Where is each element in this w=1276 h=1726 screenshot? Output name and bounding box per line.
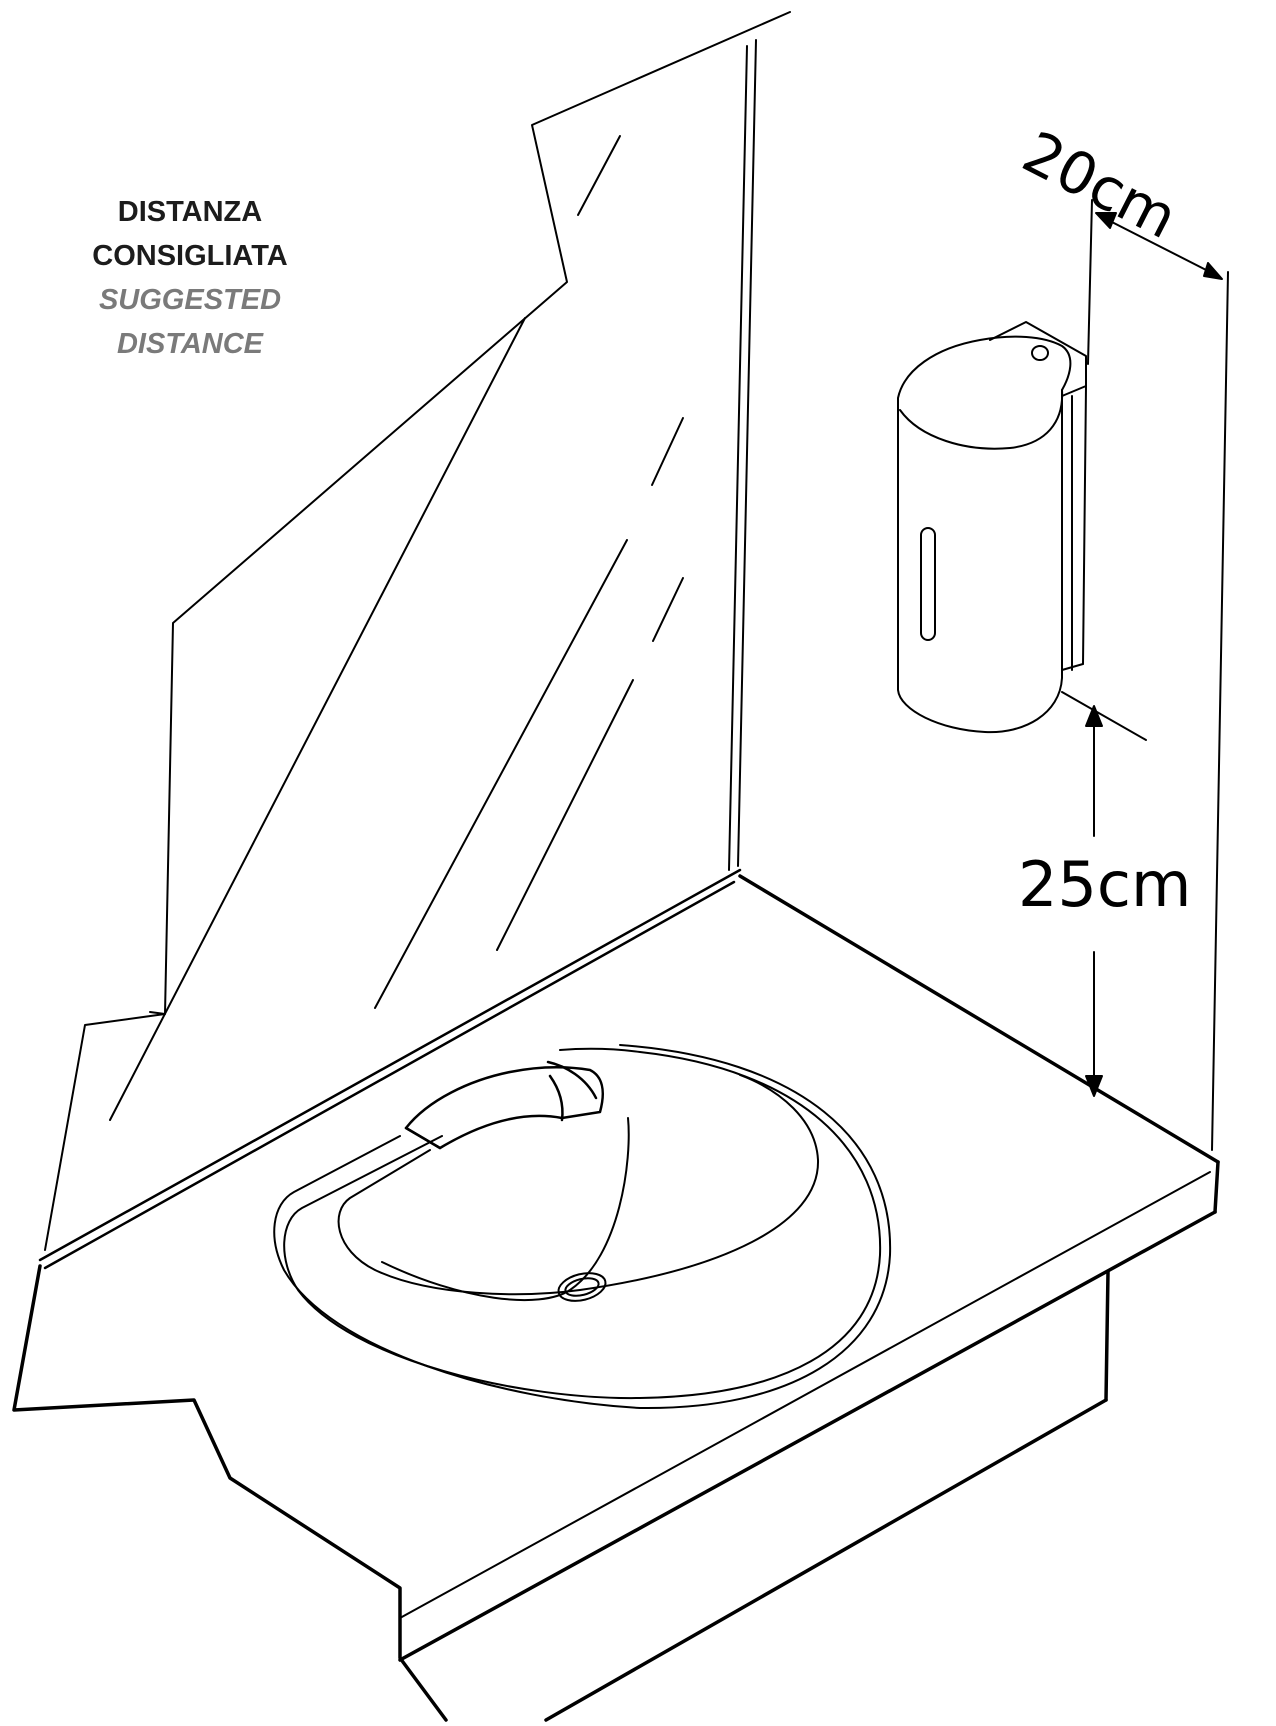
caption-en-line-1: SUGGESTED bbox=[98, 284, 282, 316]
height-dimension-label: 25cm bbox=[1018, 848, 1192, 921]
countertop bbox=[12, 874, 1220, 1722]
caption-it-line-1: DISTANZA bbox=[117, 196, 263, 228]
height-dimension bbox=[1061, 691, 1147, 1097]
counter-back-edge bbox=[38, 868, 742, 1270]
faucet bbox=[404, 1060, 604, 1150]
caption-en-line-2: DISTANCE bbox=[116, 328, 264, 360]
caption-it-line-2: CONSIGLIATA bbox=[92, 240, 288, 272]
soap-dispenser bbox=[897, 321, 1087, 734]
sink-basin bbox=[273, 1044, 892, 1410]
wall-mirror bbox=[44, 11, 791, 1251]
suggested-distance-caption: DISTANZA CONSIGLIATA SUGGESTED DISTANCE bbox=[40, 190, 340, 366]
countertop-inner-edge bbox=[399, 1171, 1211, 1619]
width-dimension bbox=[1087, 199, 1229, 1151]
